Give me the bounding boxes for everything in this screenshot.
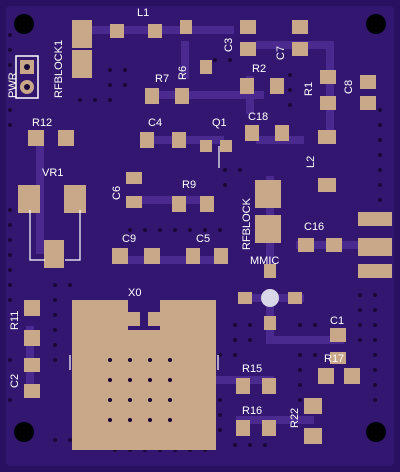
label-c8: C8 xyxy=(343,80,355,94)
label-rfblock: RFBLOCK xyxy=(241,197,253,250)
label-c16: C16 xyxy=(304,221,324,233)
label-l2: L2 xyxy=(305,156,317,168)
pwr-header xyxy=(15,55,39,99)
label-mmic: MMIC xyxy=(250,255,279,267)
label-r7: R7 xyxy=(155,73,169,85)
label-x0: X0 xyxy=(128,287,141,299)
mounting-holes xyxy=(14,14,386,442)
label-r9: R9 xyxy=(182,179,196,191)
label-pwr: PWR xyxy=(7,72,19,98)
mmic-body xyxy=(261,289,279,307)
label-r16: R16 xyxy=(242,405,262,417)
x0-holes xyxy=(108,358,172,422)
label-c9: C9 xyxy=(122,233,136,245)
label-r17: R17 xyxy=(324,353,344,365)
label-c2: C2 xyxy=(9,374,21,388)
label-r11: R11 xyxy=(9,311,21,330)
label-rfblock1: RFBLOCK1 xyxy=(53,40,65,98)
label-c18: C18 xyxy=(248,111,268,123)
label-q1: Q1 xyxy=(212,117,227,129)
label-c7: C7 xyxy=(275,46,287,60)
label-r15: R15 xyxy=(242,363,262,375)
label-c5: C5 xyxy=(196,233,210,245)
pads xyxy=(18,20,392,450)
label-r1: R1 xyxy=(303,82,315,96)
label-l1: L1 xyxy=(137,7,149,19)
label-r22: R22 xyxy=(289,408,301,428)
label-r6: R6 xyxy=(177,66,189,80)
label-c4: C4 xyxy=(148,117,162,129)
label-c6: C6 xyxy=(111,186,123,200)
label-c3: C3 xyxy=(223,38,235,52)
label-vr1: VR1 xyxy=(42,167,63,179)
label-r2: R2 xyxy=(252,63,266,75)
silkscreen-outlines xyxy=(29,146,220,370)
label-c1: C1 xyxy=(330,315,344,327)
label-r12: R12 xyxy=(32,117,52,129)
